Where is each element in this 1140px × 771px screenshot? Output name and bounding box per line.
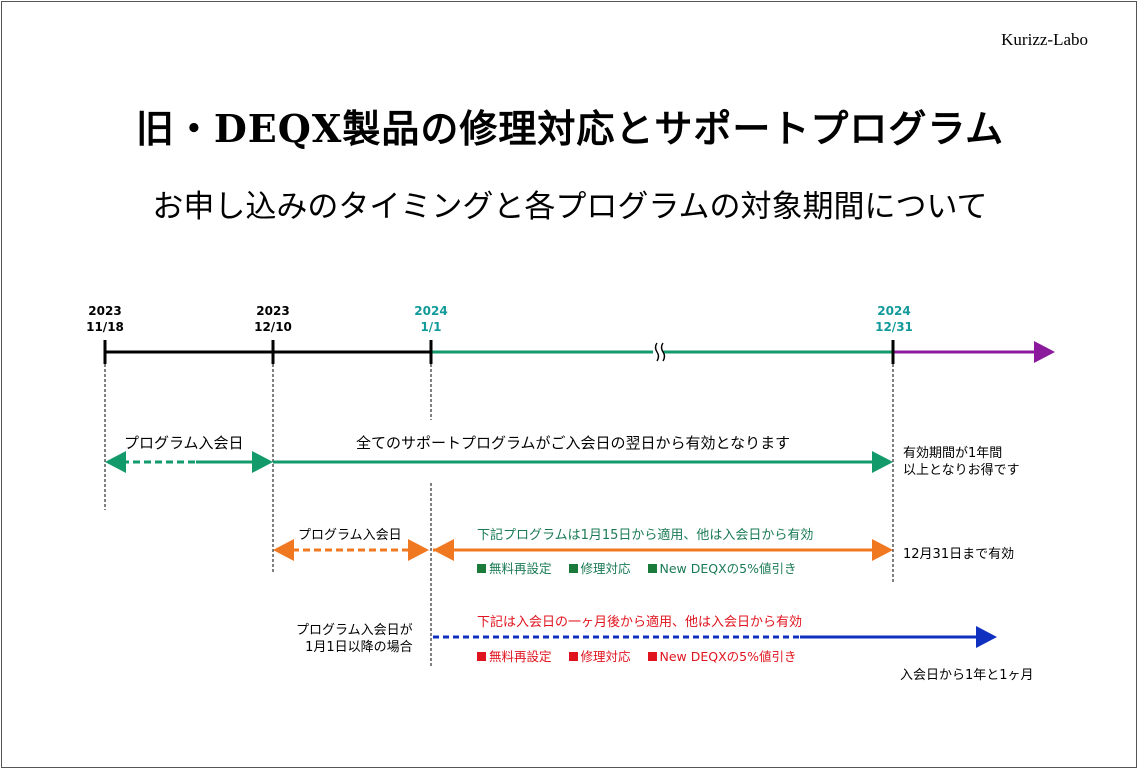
- row3-main-label: 下記は入会日の一ヶ月後から適用、他は入会日から有効: [477, 615, 803, 630]
- page-title: 旧・DEQX製品の修理対応とサポートプログラム: [135, 106, 1005, 151]
- row3-feature-list: 無料再設定 修理対応 New DEQXの5%値引き: [477, 646, 810, 665]
- row1-note-line2: 以上となりお得です: [903, 463, 1020, 478]
- row1-left-label: プログラム入会日: [124, 434, 244, 452]
- green-square-icon: [647, 564, 657, 573]
- row2-main-label: 下記プログラムは1月15日から適用、他は入会日から有効: [477, 528, 814, 543]
- page-subtitle: お申し込みのタイミングと各プログラムの対象期間について: [152, 189, 988, 225]
- row1-note-line1: 有効期間が1年間: [903, 446, 1003, 461]
- row3-left-label: プログラム入会日が 1月1日以降の場合: [296, 622, 413, 656]
- row2-note: 12月31日まで有効: [903, 547, 1015, 562]
- row3-feature-item: 無料再設定: [477, 649, 552, 664]
- row3-feature-item: New DEQXの5%値引き: [647, 649, 797, 664]
- row2-feature-list: 無料再設定 修理対応 New DEQXの5%値引き: [477, 558, 810, 577]
- green-square-icon: [477, 564, 486, 573]
- row3-left-line1: プログラム入会日が: [296, 623, 413, 638]
- row2-feature-item: New DEQXの5%値引き: [647, 561, 797, 576]
- row2-arrowhead-left: [273, 539, 294, 561]
- row1-arrowhead-left: [105, 451, 126, 473]
- brand-label: Kurizz-Labo: [1001, 30, 1088, 49]
- row2-feature-item: 修理対応: [568, 561, 631, 576]
- row1-arrowhead-mid: [252, 451, 273, 473]
- red-square-icon: [477, 652, 486, 661]
- row1-note: 有効期間が1年間 以上となりお得です: [903, 445, 1020, 479]
- row2-arrowhead-mid: [408, 539, 429, 561]
- row2-arrowhead-right: [872, 539, 893, 561]
- row2-left-label: プログラム入会日: [298, 528, 402, 543]
- row1-main-label: 全てのサポートプログラムがご入会日の翌日から有効となります: [356, 434, 791, 452]
- red-square-icon: [568, 652, 578, 661]
- row2-feature-item: 無料再設定: [477, 561, 552, 576]
- timeline-arrowhead: [1034, 341, 1055, 363]
- red-square-icon: [647, 652, 657, 661]
- timeline-break-mark: [654, 342, 666, 362]
- row3-note: 入会日から1年と1ヶ月: [900, 668, 1034, 683]
- row2-arrowhead-right-start: [433, 539, 454, 561]
- row3-arrowhead: [976, 626, 997, 648]
- row3-feature-item: 修理対応: [568, 649, 631, 664]
- timeline-break-gap: [653, 344, 663, 360]
- green-square-icon: [568, 564, 578, 573]
- row1-arrowhead-right: [872, 451, 893, 473]
- row3-left-line2: 1月1日以降の場合: [305, 640, 413, 655]
